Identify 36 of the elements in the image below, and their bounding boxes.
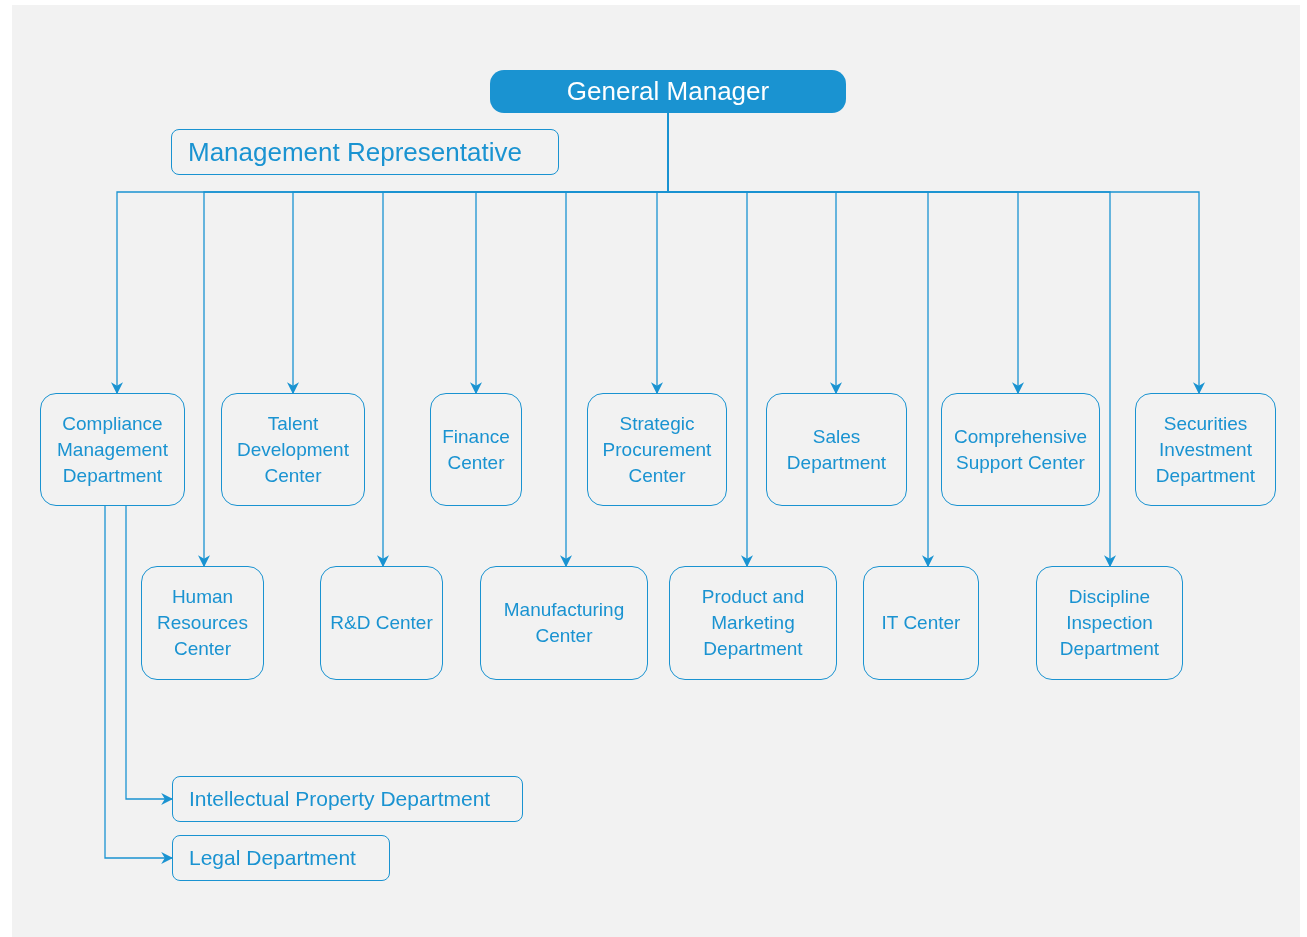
department-label: Management Representative [188,135,522,169]
connector-arrow [104,505,174,864]
department-box [669,566,837,680]
department-box [320,566,443,680]
department-box [587,393,727,506]
connector-arrow [125,505,174,805]
department-label: Securities Investment Department [1154,411,1257,488]
top-role-box [490,70,846,113]
department-label: Comprehensive Support Center [952,424,1089,475]
department-box [766,393,907,506]
department-box [141,566,264,680]
department-label: Finance Center [441,424,511,475]
department-label: Product and Marketing Department [700,585,806,661]
department-label: Human Resources Center [156,585,249,661]
department-label: Intellectual Property Department [189,786,491,813]
department-box [172,835,390,881]
department-box [480,566,648,680]
department-label: Discipline Inspection Department [1058,585,1161,661]
department-label: IT Center [881,611,961,635]
department-box [221,393,365,506]
department-box [40,393,185,506]
department-box [941,393,1100,506]
department-box [172,776,523,822]
department-label: Manufacturing Center [502,598,626,648]
department-box [1036,566,1183,680]
department-label: Sales Department [785,424,888,475]
department-label: Strategic Procurement Center [601,411,713,488]
department-label: Talent Development Center [236,411,350,488]
department-label: Legal Department [189,845,356,872]
department-label: General Manager [566,75,770,108]
department-box [863,566,979,680]
department-box [1135,393,1276,506]
department-box [171,129,559,175]
department-label: R&D Center [330,611,433,635]
department-label: Compliance Management Department [56,411,169,488]
department-box [430,393,522,506]
